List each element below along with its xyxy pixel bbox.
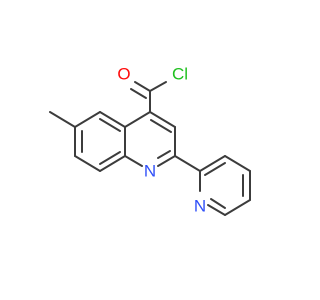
oxygen-atom-label: O: [117, 65, 130, 84]
methyl-bond: [49, 111, 76, 128]
ring-bond-c4-c3: [149, 111, 176, 128]
pyridine-double-bond-c6-n-inner: [210, 198, 226, 209]
pyridine-bond-c3-c4: [224, 155, 251, 172]
quinoline-pyridine-bond: [174, 155, 201, 172]
ring-double-bond-c4-c3-inner: [150, 119, 172, 133]
ring-double-bond-c8-c8a-inner: [99, 151, 121, 165]
ring-bond-c4a-c5: [99, 111, 126, 128]
atom-label-layer: O Cl N N: [117, 65, 206, 216]
carbon-chlorine-bond: [149, 81, 167, 92]
ring-bond-c5-c6: [74, 111, 101, 128]
pyridine-nitrogen-atom-label: N: [194, 197, 206, 216]
ring-bond-n1-c8a: [124, 155, 143, 167]
chlorine-atom-label: Cl: [172, 65, 188, 84]
ring-bond-c2-n1: [157, 155, 176, 167]
carbonyl-double-bond-outer: [134, 81, 151, 92]
bond-layer: [49, 81, 251, 216]
pyridine-bond-c5-c6: [224, 199, 251, 216]
ring-double-bond-c4a-c5-inner: [99, 118, 121, 132]
quinoline-nitrogen-atom-label: N: [144, 162, 156, 181]
ring-bond-c4-c4a: [124, 111, 151, 128]
chemical-structure-diagram: O Cl N N: [49, 65, 251, 216]
pyridine-double-bond-c2-c3-inner: [204, 162, 226, 176]
ring-double-bond-c2-n1-inner: [157, 150, 171, 159]
pyridine-bond-c2-c3: [199, 155, 226, 172]
ring-bond-c7-c8: [74, 155, 101, 172]
ring-bond-c8-c8a: [99, 155, 126, 172]
pyridine-bond-c6-n: [207, 204, 226, 216]
carbonyl-double-bond-inner: [130, 88, 147, 99]
